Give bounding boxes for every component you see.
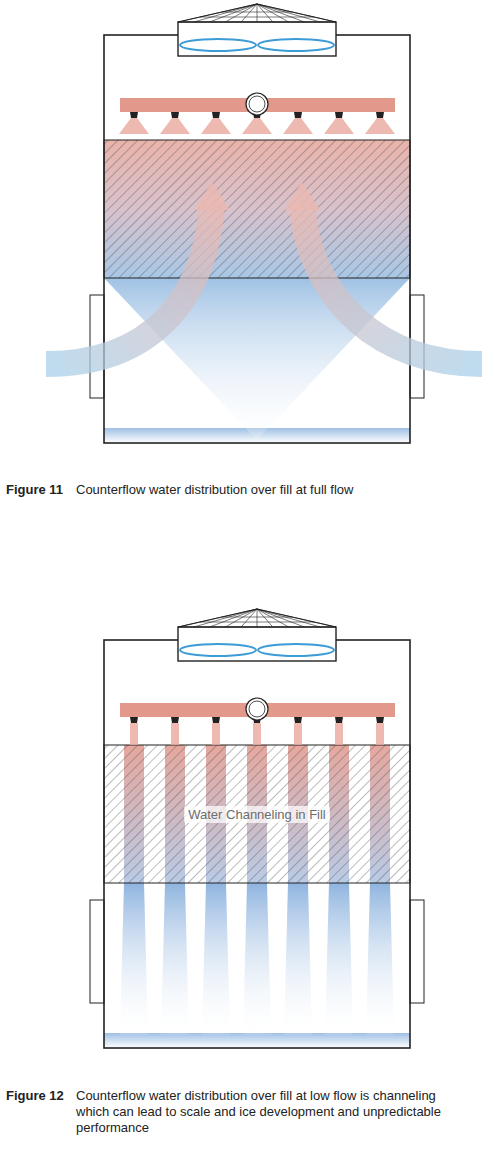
figure-caption: Figure 11Counterflow water distribution … <box>6 482 456 498</box>
fill-label: Water Channeling in Fill <box>184 806 330 823</box>
fill-band: Water Channeling in Fill <box>104 745 410 883</box>
caption-text: Counterflow water distribution over fill… <box>76 1088 456 1136</box>
figure-number: Figure 11 <box>6 482 76 498</box>
figure-caption: Figure 12Counterflow water distribution … <box>6 1088 456 1136</box>
caption-text: Counterflow water distribution over fill… <box>76 482 456 498</box>
figure-number: Figure 12 <box>6 1088 76 1136</box>
